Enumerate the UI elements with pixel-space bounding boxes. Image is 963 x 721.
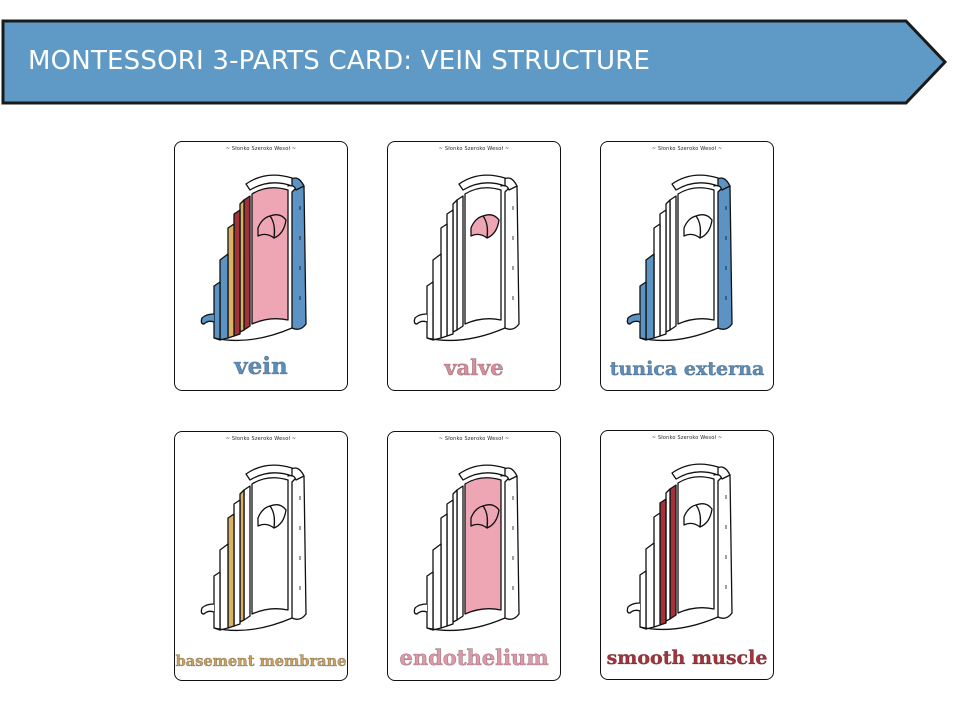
card-label: vein <box>234 353 288 381</box>
vein-illustration <box>626 455 750 637</box>
card-label: basement membrane <box>175 653 347 671</box>
card-label: endothelium <box>399 645 549 671</box>
vein-card-5: ~ Słonko Szeroko Wesoł ~ <box>387 431 561 681</box>
card-label: smooth muscle <box>606 647 768 670</box>
vein-illustration <box>200 166 324 348</box>
vein-illustration <box>626 166 750 348</box>
vein-illustration <box>413 166 537 348</box>
card-label: tunica externa <box>609 358 765 381</box>
card-brand: ~ Słonko Szeroko Wesoł ~ <box>438 146 510 152</box>
vein-card-2: ~ Słonko Szeroko Wesoł ~ <box>387 141 561 391</box>
card-label: valve <box>444 355 504 381</box>
page-title: MONTESSORI 3-PARTS CARD: VEIN STRUCTURE <box>28 46 651 76</box>
card-brand: ~ Słonko Szeroko Wesoł ~ <box>438 436 510 442</box>
vein-card-4: ~ Słonko Szeroko Wesoł ~ <box>174 431 348 681</box>
title-banner <box>1 19 948 105</box>
card-brand: ~ Słonko Szeroko Wesoł ~ <box>225 436 297 442</box>
vein-illustration <box>413 456 537 638</box>
vein-card-3: ~ Słonko Szeroko Wesoł ~ <box>600 141 774 391</box>
card-brand: ~ Słonko Szeroko Wesoł ~ <box>651 146 723 152</box>
vein-card-1: ~ Słonko Szeroko Wesoł ~ <box>174 141 348 391</box>
vein-card-6: ~ Słonko Szeroko Wesoł ~ <box>600 430 774 680</box>
card-brand: ~ Słonko Szeroko Wesoł ~ <box>225 146 297 152</box>
card-brand: ~ Słonko Szeroko Wesoł ~ <box>651 435 723 441</box>
vein-illustration <box>200 456 324 638</box>
